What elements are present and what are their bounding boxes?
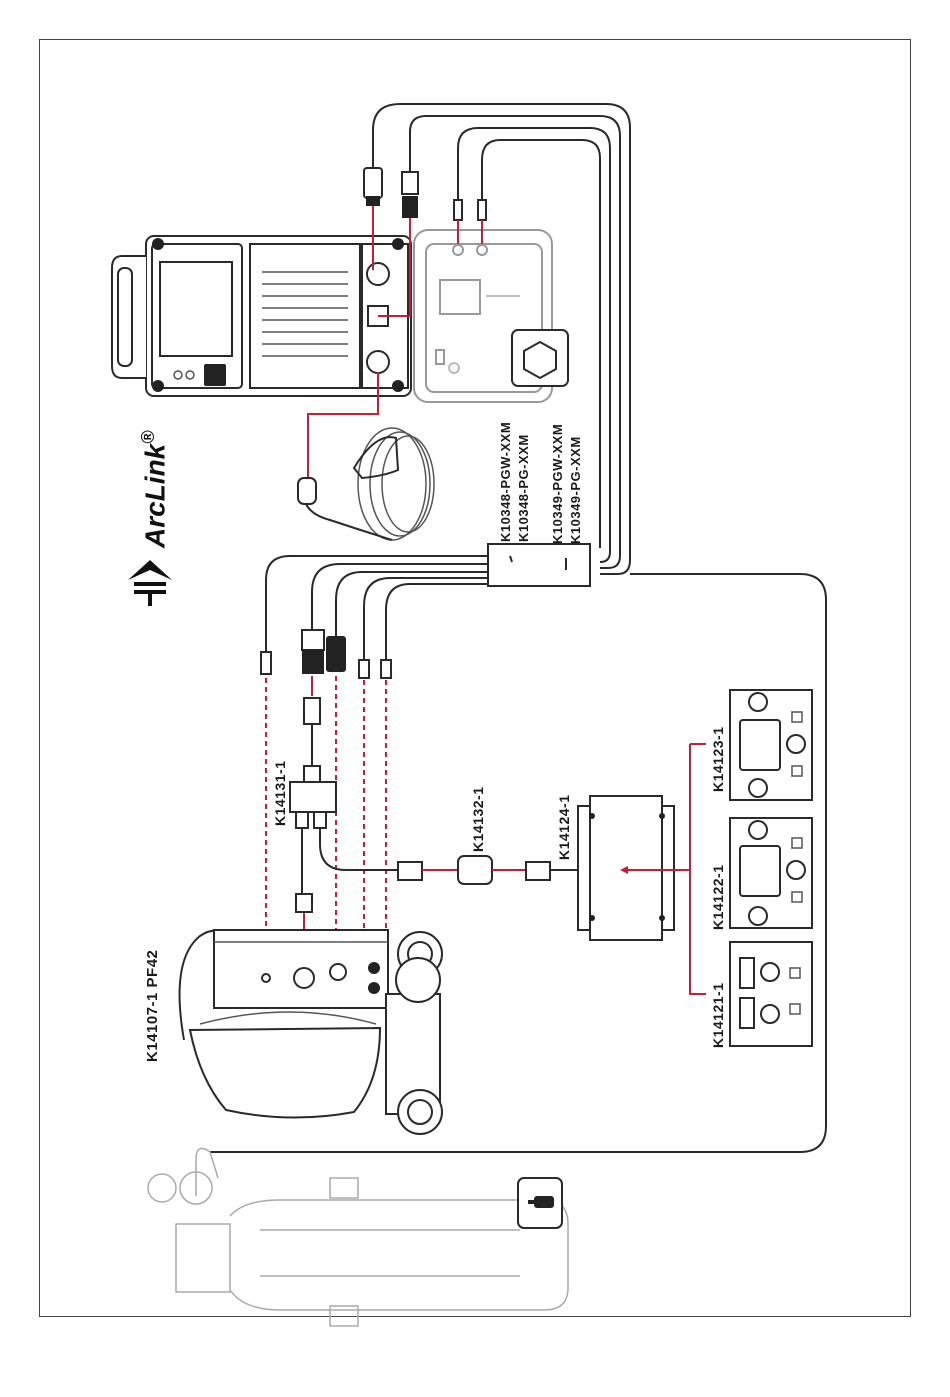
splitter-label: K14131-1: [272, 761, 288, 827]
panel-label-k14122: K14122-1: [710, 865, 726, 931]
cable-label-b1: K10349-PGW-XXM: [550, 424, 565, 544]
splitter: [290, 698, 400, 912]
feeder-label: K14107-1 PF42: [144, 950, 161, 1062]
remote-box: [578, 744, 706, 994]
adapter-label: K14132-1: [470, 787, 486, 853]
gas-cylinder: [148, 1148, 568, 1326]
panel-label-k14123: K14123-1: [710, 727, 726, 793]
cooler-unit: [414, 230, 568, 402]
brand-text: ArcLink: [139, 444, 170, 548]
cable-junction: [488, 544, 590, 586]
cable-label-b2: K10349-PG-XXM: [568, 436, 583, 544]
arclink-logo: [128, 560, 172, 606]
panel-k14121: [730, 942, 812, 1046]
panel-k14123: [730, 690, 812, 800]
work-cable: [298, 428, 434, 540]
adapter: [398, 856, 578, 884]
panel-label-k14121: K14121-1: [710, 983, 726, 1049]
remote-box-label: K14124-1: [556, 795, 572, 861]
panel-k14122: [730, 818, 812, 928]
cable-label-a1: K10348-PGW-XXM: [498, 422, 513, 542]
feeder-cables: [261, 556, 488, 678]
brand-mark: ®: [138, 430, 158, 443]
cable-label-a2: K10348-PG-XXM: [516, 434, 531, 542]
power-source: [112, 236, 411, 396]
wire-feeder: [180, 930, 442, 1134]
brand-name: ArcLink®: [138, 430, 171, 548]
